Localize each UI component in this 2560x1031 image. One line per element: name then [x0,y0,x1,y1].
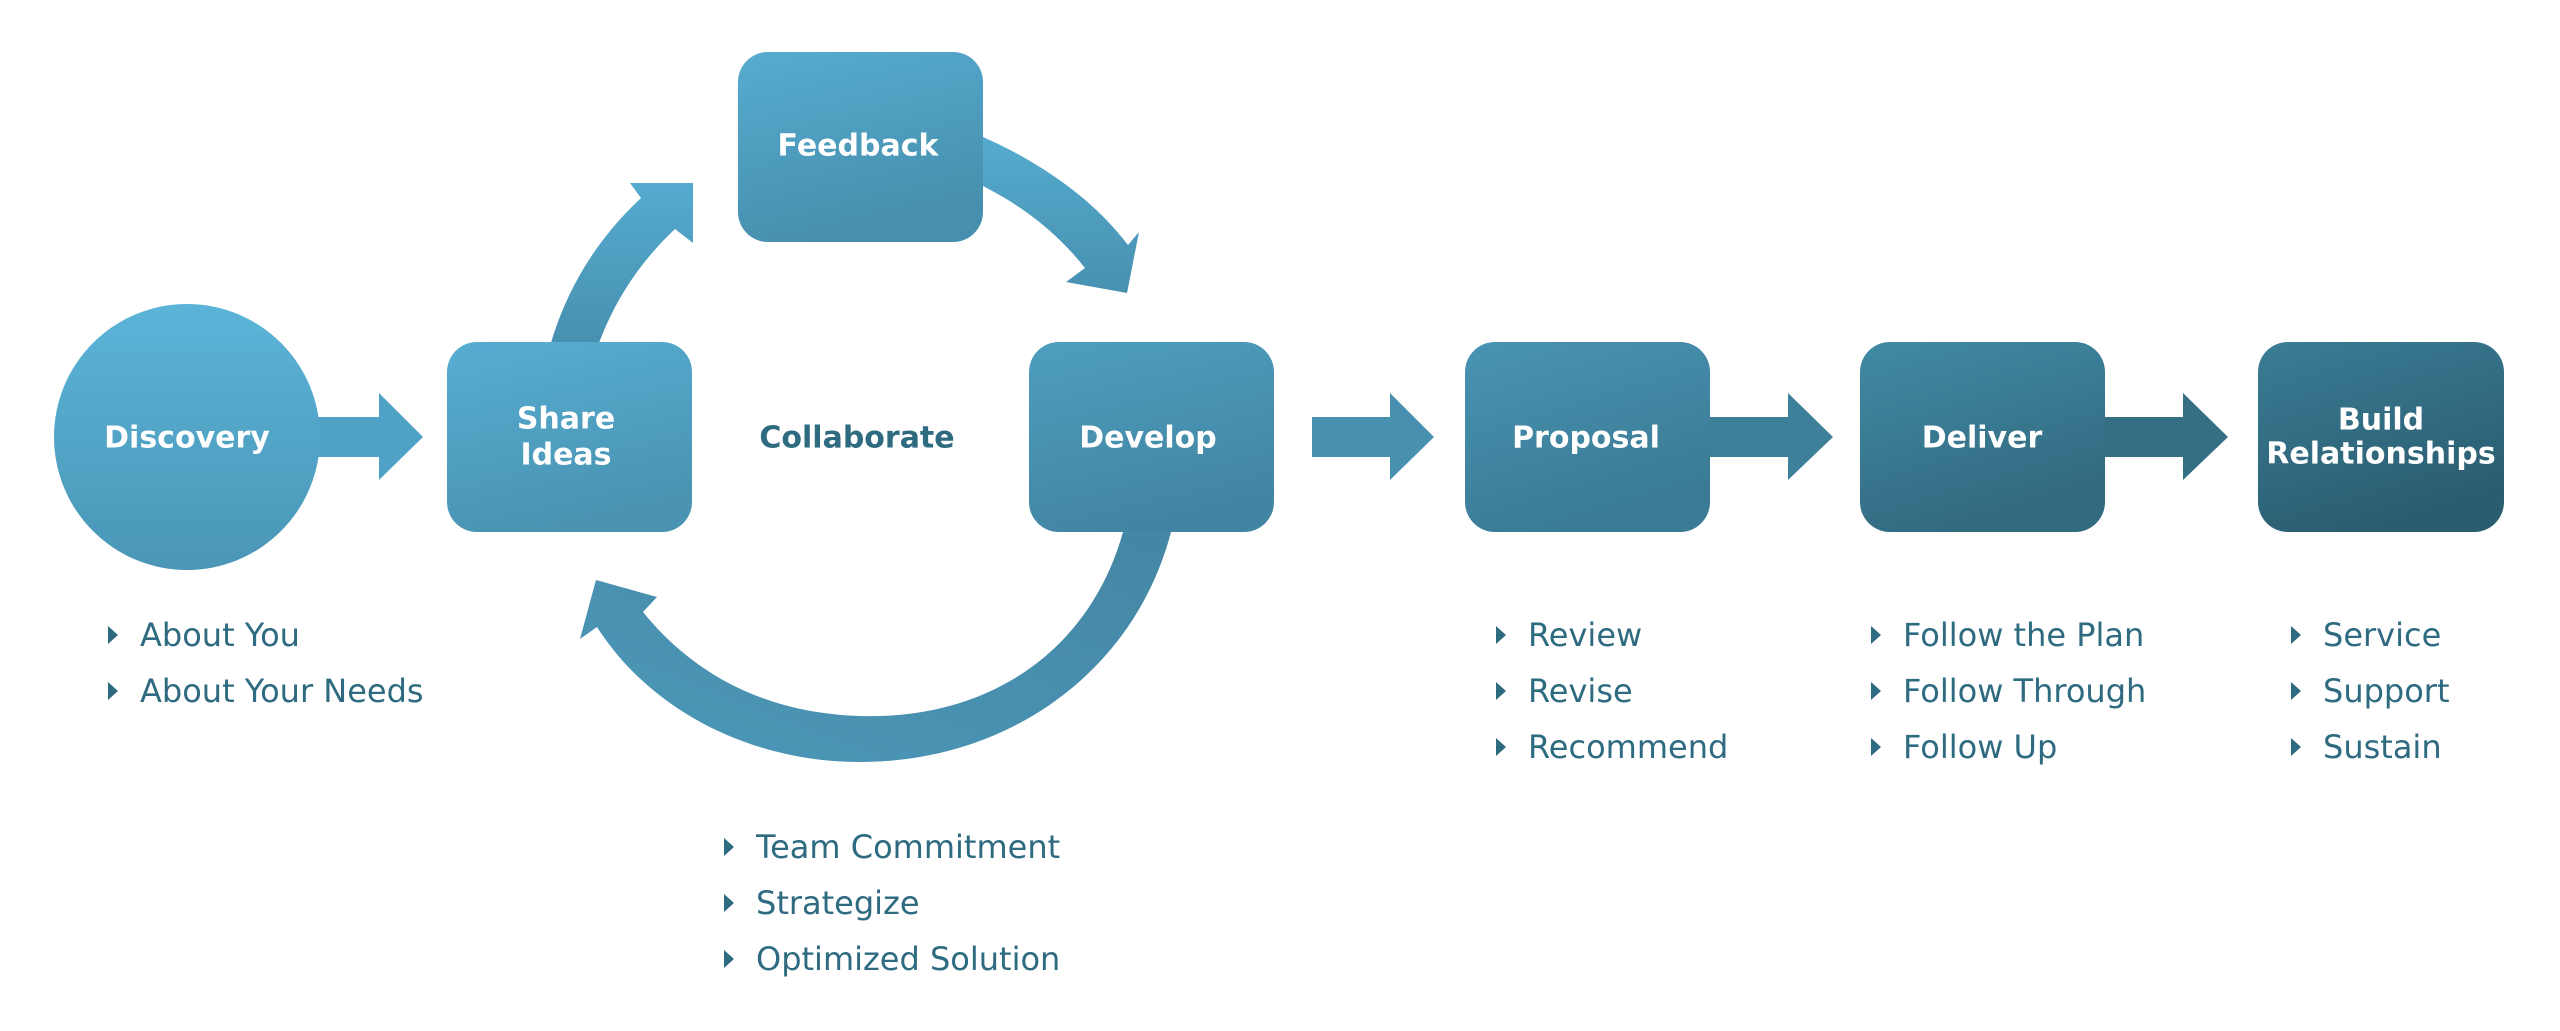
node-proposal: Proposal [1465,342,1710,532]
collaborate-label: Collaborate [759,421,954,456]
caret-right-icon [1871,626,1881,644]
bullet-text: Optimized Solution [756,940,1061,978]
proposal-label: Proposal [1512,421,1660,456]
caret-right-icon [108,682,118,700]
develop-label: Develop [1079,421,1217,456]
list-item: Follow Through [1871,663,2146,719]
deliver-box [1860,342,2105,532]
develop-box [1029,342,1274,532]
bullet-text: Team Commitment [756,828,1061,866]
list-item: Service [2291,607,2450,663]
caret-right-icon [724,950,734,968]
arrow-develop-to-share [580,532,1171,762]
bullet-text: Follow the Plan [1903,616,2145,654]
discovery-label: Discovery [104,421,270,456]
bullet-text: Review [1528,616,1643,654]
arrow-deliver-to-build [2095,393,2228,480]
list-item: Support [2291,663,2450,719]
build-relationships-label-line1: Build [2338,403,2424,438]
list-item: Recommend [1496,719,1728,775]
node-feedback: Feedback [738,52,983,242]
list-item: Strategize [724,875,1060,931]
bullet-text: Sustain [2323,728,2442,766]
proposal-bullets: Review Revise Recommend [1496,607,1728,775]
discovery-bullets: About You About Your Needs [108,607,424,719]
caret-right-icon [1496,682,1506,700]
arrow-discovery-to-share [300,393,423,480]
caret-right-icon [724,838,734,856]
deliver-bullets: Follow the Plan Follow Through Follow Up [1871,607,2146,775]
arrow-feedback-to-develop [983,137,1139,293]
bullet-text: Recommend [1528,728,1729,766]
node-develop: Develop [1029,342,1274,532]
bullet-text: Strategize [756,884,920,922]
list-item: Revise [1496,663,1728,719]
feedback-label: Feedback [778,129,940,164]
list-item: Team Commitment [724,819,1060,875]
node-share-ideas: Share Ideas [447,342,692,532]
share-ideas-label-line1: Share [517,402,615,437]
list-item: About You [108,607,424,663]
bullet-text: About Your Needs [140,672,424,710]
collaborate-bullets: Team Commitment Strategize Optimized Sol… [724,819,1060,987]
caret-right-icon [724,894,734,912]
list-item: About Your Needs [108,663,424,719]
list-item: Sustain [2291,719,2450,775]
arrow-develop-to-proposal [1312,393,1434,480]
caret-right-icon [2291,738,2301,756]
list-item: Follow the Plan [1871,607,2146,663]
bullet-text: Follow Through [1903,672,2147,710]
list-item: Follow Up [1871,719,2146,775]
list-item: Optimized Solution [724,931,1060,987]
arrow-share-to-feedback [551,183,693,343]
caret-right-icon [2291,626,2301,644]
node-discovery: Discovery [54,304,320,570]
caret-right-icon [1871,682,1881,700]
bullet-text: Follow Up [1903,728,2058,766]
caret-right-icon [1871,738,1881,756]
caret-right-icon [108,626,118,644]
node-deliver: Deliver [1860,342,2105,532]
bullet-text: About You [140,616,300,654]
arrow-proposal-to-deliver [1700,393,1833,480]
build-relationships-box [2258,342,2504,532]
build-relationships-label-line2: Relationships [2266,437,2495,472]
share-ideas-box [447,342,692,532]
caret-right-icon [1496,626,1506,644]
bullet-text: Service [2323,616,2442,654]
share-ideas-label-line2: Ideas [520,438,611,473]
node-build-relationships: Build Relationships [2258,342,2504,532]
proposal-box [1465,342,1710,532]
list-item: Review [1496,607,1728,663]
deliver-label: Deliver [1922,421,2043,456]
bullet-text: Revise [1528,672,1633,710]
feedback-box [738,52,983,242]
caret-right-icon [2291,682,2301,700]
build-relationships-bullets: Service Support Sustain [2291,607,2450,775]
discovery-circle [54,304,320,570]
caret-right-icon [1496,738,1506,756]
bullet-text: Support [2323,672,2450,710]
